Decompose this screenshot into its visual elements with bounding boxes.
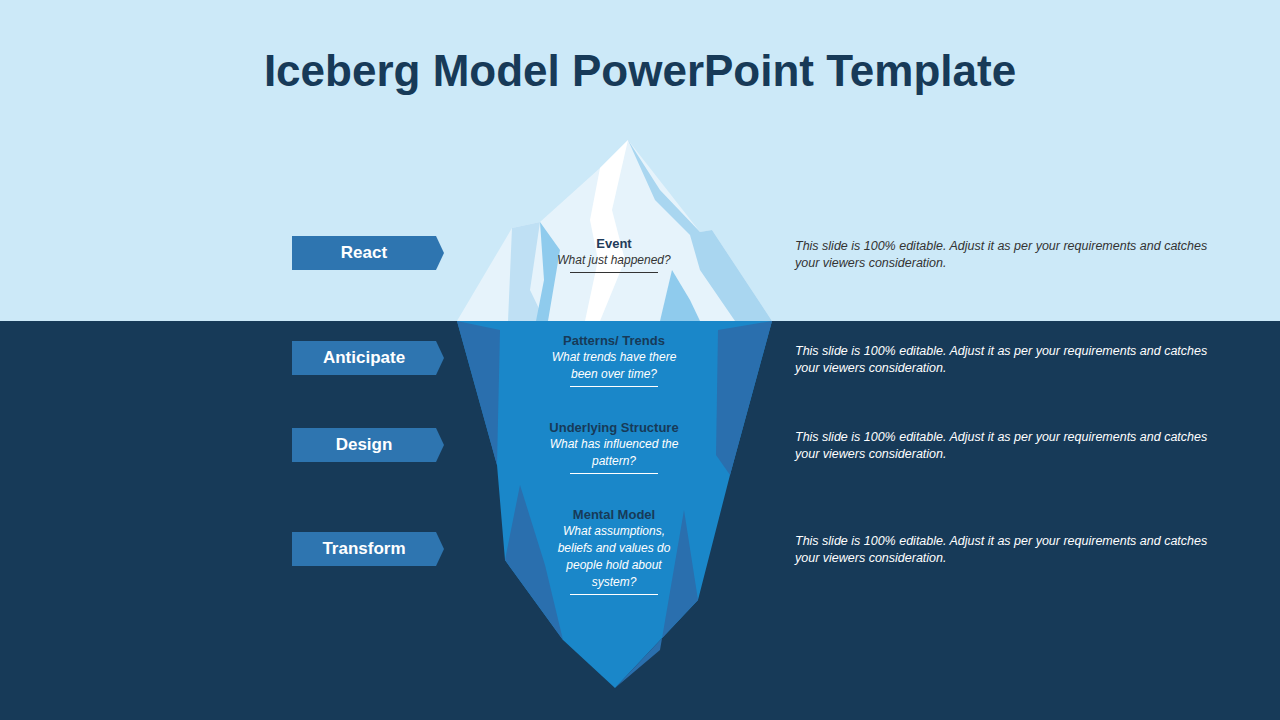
- underline: [570, 386, 658, 387]
- iceberg-facet: [536, 222, 560, 321]
- level-question: What has influenced the pattern?: [539, 436, 689, 470]
- iceberg-level: Underlying StructureWhat has influenced …: [539, 419, 689, 474]
- level-heading: Patterns/ Trends: [539, 332, 689, 349]
- water: [0, 321, 1280, 720]
- iceberg: [457, 140, 772, 688]
- underline: [570, 594, 658, 595]
- underline: [570, 272, 658, 273]
- arrow-tag-fill: [292, 428, 444, 462]
- arrow-tag-fill: [292, 236, 444, 270]
- iceberg-facet: [628, 140, 772, 321]
- level-question: What assumptions, beliefs and values do …: [549, 523, 679, 591]
- underline: [570, 473, 658, 474]
- arrow-tag-fill: [292, 341, 444, 375]
- level-question: What just happened?: [534, 252, 694, 269]
- iceberg-facet: [660, 270, 700, 321]
- iceberg-facet: [585, 140, 628, 321]
- level-heading: Underlying Structure: [539, 419, 689, 436]
- tag-label: React: [292, 236, 444, 270]
- description-note: This slide is 100% editable. Adjust it a…: [795, 429, 1215, 463]
- iceberg-level: Mental ModelWhat assumptions, beliefs an…: [549, 506, 679, 595]
- iceberg-facet: [505, 485, 563, 640]
- description-note: This slide is 100% editable. Adjust it a…: [795, 533, 1215, 567]
- sky: [0, 0, 1280, 321]
- tag-label: Design: [292, 428, 444, 462]
- iceberg-facet: [716, 321, 772, 475]
- level-heading: Event: [534, 235, 694, 252]
- tag-label: Transform: [292, 532, 444, 566]
- stage-tag: React: [292, 236, 444, 270]
- iceberg-facet: [457, 321, 500, 465]
- arrow-tag-fill: [292, 532, 444, 566]
- level-heading: Mental Model: [549, 506, 679, 523]
- iceberg-body: [457, 321, 772, 688]
- iceberg-level: EventWhat just happened?: [534, 235, 694, 273]
- iceberg-tip: [457, 140, 772, 321]
- stage-tag: Design: [292, 428, 444, 462]
- stage-tag: Anticipate: [292, 341, 444, 375]
- stage-tag: Transform: [292, 532, 444, 566]
- level-question: What trends have there been over time?: [539, 349, 689, 383]
- description-note: This slide is 100% editable. Adjust it a…: [795, 343, 1215, 377]
- iceberg-level: Patterns/ TrendsWhat trends have there b…: [539, 332, 689, 387]
- slide-title: Iceberg Model PowerPoint Template: [0, 46, 1280, 96]
- description-note: This slide is 100% editable. Adjust it a…: [795, 238, 1215, 272]
- tag-label: Anticipate: [292, 341, 444, 375]
